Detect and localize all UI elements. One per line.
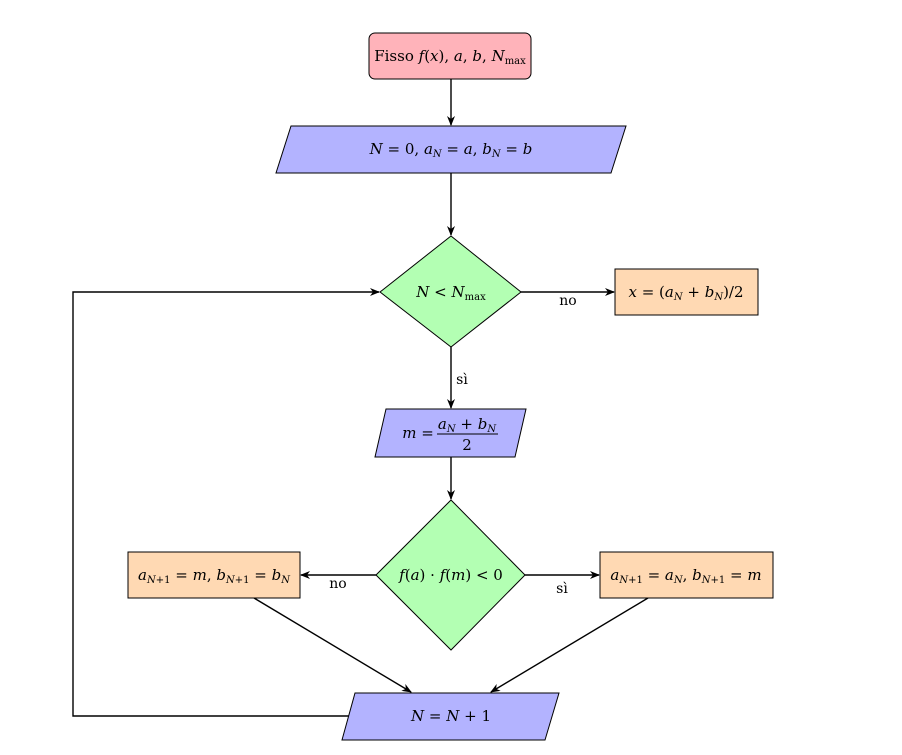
node-mid: m = aN + bN 2 — [374, 408, 527, 458]
edge-right-increment — [490, 597, 649, 693]
init-parallelogram — [275, 125, 627, 174]
node-init: N = 0, aN = a, bN = b — [275, 125, 627, 174]
edges — [72, 79, 649, 717]
mid-parallelogram — [374, 408, 527, 458]
node-increment: N = N + 1 — [341, 692, 560, 741]
init-label: N = 0, aN = a, bN = b — [369, 140, 533, 160]
right-update-box — [599, 551, 774, 599]
edge-label-check-yes: sì — [556, 581, 568, 597]
cond-diamond — [379, 235, 522, 348]
edge-loop-back — [72, 288, 380, 717]
node-check: f(a) · f(m) < 0 — [375, 499, 526, 651]
edge-left-increment — [253, 597, 412, 693]
start-label: Fisso f(x), a, b, Nmax — [374, 47, 526, 67]
right-update-label: aN+1 = aN, bN+1 = m — [610, 566, 761, 586]
edge-label-check-no: no — [329, 576, 346, 592]
edge-label-cond-yes: sì — [456, 372, 468, 388]
result-box — [614, 268, 759, 316]
start-box — [368, 32, 532, 80]
mid-label-num: aN + bN — [438, 415, 497, 435]
increment-parallelogram — [341, 692, 560, 741]
check-diamond — [375, 499, 526, 651]
left-update-label: aN+1 = m, bN+1 = bN — [138, 566, 291, 586]
left-update-box — [127, 551, 301, 599]
node-left-update: aN+1 = m, bN+1 = bN — [127, 551, 301, 599]
node-result: x = (aN + bN)/2 — [614, 268, 759, 316]
node-right-update: aN+1 = aN, bN+1 = m — [599, 551, 774, 599]
mid-label-den: 2 — [462, 436, 472, 454]
result-label: x = (aN + bN)/2 — [628, 283, 743, 303]
node-cond: N < Nmax — [379, 235, 522, 348]
edge-label-cond-no: no — [559, 293, 576, 309]
mid-label-m: m = — [402, 424, 434, 442]
node-start: Fisso f(x), a, b, Nmax — [368, 32, 532, 80]
increment-label: N = N + 1 — [410, 707, 491, 725]
check-label: f(a) · f(m) < 0 — [398, 566, 503, 584]
